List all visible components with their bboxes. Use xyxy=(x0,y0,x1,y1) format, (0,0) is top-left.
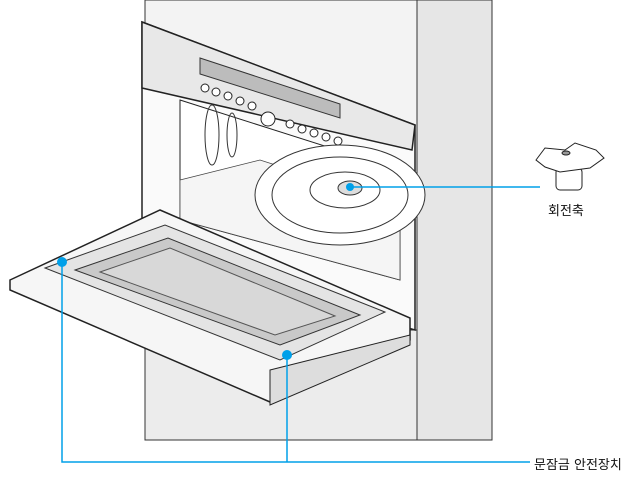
callout-dot-shaft xyxy=(346,183,354,191)
callout-lines xyxy=(61,186,540,463)
label-rotation-shaft: 회전축 xyxy=(548,204,584,219)
rotation-shaft-part xyxy=(535,142,605,191)
turntable xyxy=(254,144,426,246)
callout-dot-lock-right xyxy=(282,350,292,360)
oven-door xyxy=(9,209,411,406)
control-knobs xyxy=(200,83,343,146)
label-door-lock-safety: 문잠금 안전장치 xyxy=(534,458,622,473)
callout-dot-lock-left xyxy=(57,257,67,267)
